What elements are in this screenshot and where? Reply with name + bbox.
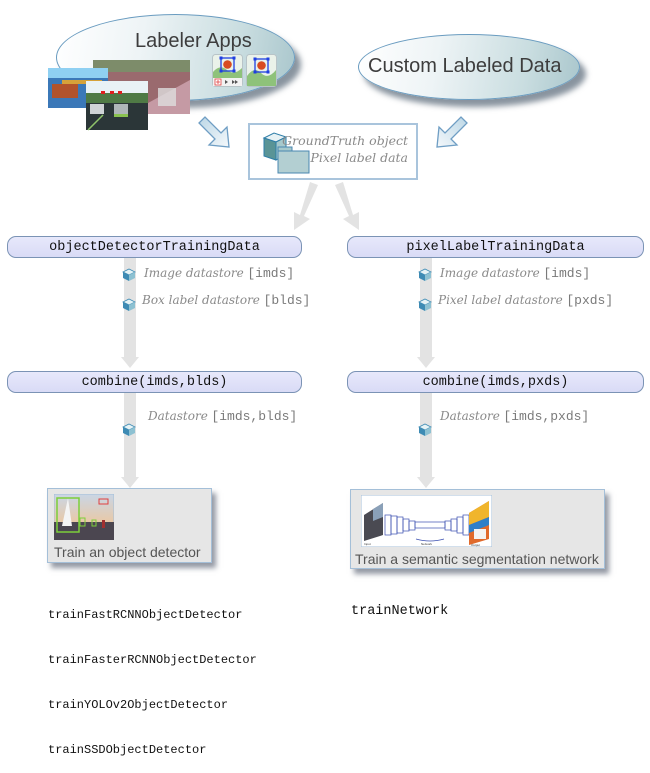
combined-datastore-text: Datastore — [148, 409, 208, 423]
segmentation-network-thumbnail: Input Network Output — [360, 494, 493, 548]
video-labeler-icon[interactable] — [212, 54, 243, 87]
function-name[interactable]: trainYOLOv2ObjectDetector — [48, 698, 229, 712]
ground-truth-object-label: GroundTruth object — [282, 133, 408, 148]
function-name[interactable]: trainFasterRCNNObjectDetector — [48, 653, 257, 667]
image-datastore-text: Image datastore — [440, 266, 540, 280]
imds-pxds-var: [imds,pxds] — [503, 409, 590, 424]
train-semantic-segmentation-box[interactable]: Input Network Output Train a semantic se… — [350, 489, 605, 569]
combined-datastore-label: Datastore [imds,pxds] — [440, 408, 589, 424]
image-datastore-label: Image datastore [imds] — [144, 265, 294, 281]
pixel-label-datastore-label: Pixel label datastore [pxds] — [438, 292, 613, 308]
combine-imds-blds-function[interactable]: combine(imds,blds) — [7, 371, 302, 393]
object-detector-training-data-function[interactable]: objectDetectorTrainingData — [7, 236, 302, 258]
labeler-apps-label: Labeler Apps — [135, 30, 252, 52]
box-label-datastore-text: Box label datastore — [142, 293, 260, 307]
custom-labeled-data-label: Custom Labeled Data — [368, 55, 562, 77]
object-detector-functions: trainFastRCNNObjectDetector trainFasterR… — [48, 578, 257, 773]
box-label-datastore-label: Box label datastore [blds] — [142, 292, 310, 308]
object-detector-thumbnail — [53, 493, 115, 541]
image-datastore-label: Image datastore [imds] — [440, 265, 590, 281]
custom-labeled-data-ellipse — [358, 34, 580, 100]
pixel-label-training-data-function[interactable]: pixelLabelTrainingData — [347, 236, 644, 258]
imds-var: [imds] — [247, 266, 295, 281]
datastore-cube-icon — [418, 268, 432, 281]
train-object-detector-label: Train an object detector — [54, 544, 201, 560]
datastore-cube-icon — [418, 423, 432, 436]
right-connector-1-head — [417, 357, 435, 368]
function-name[interactable]: trainNetwork — [351, 604, 449, 619]
combined-datastore-label: Datastore [imds,blds] — [148, 408, 297, 424]
arrow-down-left-icon — [433, 115, 469, 151]
left-connector-2-head — [121, 477, 139, 488]
pixel-label-datastore-text: Pixel label datastore — [438, 293, 563, 307]
connector-arrow-left — [290, 182, 320, 232]
function-name[interactable]: trainFastRCNNObjectDetector — [48, 608, 243, 622]
imds-blds-var: [imds,blds] — [211, 409, 298, 424]
imds-var: [imds] — [543, 266, 591, 281]
left-connector-1-head — [121, 357, 139, 368]
svg-text:Output: Output — [471, 543, 480, 547]
blds-var: [blds] — [263, 293, 311, 308]
image-datastore-text: Image datastore — [144, 266, 244, 280]
ground-truth-box: GroundTruth object Pixel label data — [248, 123, 418, 180]
datastore-cube-icon — [122, 268, 136, 281]
function-name[interactable]: trainSSDObjectDetector — [48, 743, 207, 757]
right-connector-2-head — [417, 477, 435, 488]
sample-images — [48, 60, 193, 132]
image-labeler-icon[interactable] — [246, 54, 277, 87]
train-semantic-segmentation-label: Train a semantic segmentation network — [355, 551, 599, 567]
connector-arrow-right — [333, 182, 363, 232]
pixel-label-data-label: Pixel label data — [310, 150, 408, 165]
arrow-down-right-icon — [197, 115, 233, 151]
svg-text:Input: Input — [364, 542, 371, 546]
svg-text:Network: Network — [421, 542, 433, 546]
datastore-cube-icon — [418, 298, 432, 311]
combined-datastore-text: Datastore — [440, 409, 500, 423]
cube-folder-icon — [262, 130, 312, 175]
combine-imds-pxds-function[interactable]: combine(imds,pxds) — [347, 371, 644, 393]
train-object-detector-box[interactable]: Train an object detector — [47, 488, 212, 563]
segmentation-functions: trainNetwork — [351, 574, 448, 634]
datastore-cube-icon — [122, 298, 136, 311]
datastore-cube-icon — [122, 423, 136, 436]
pxds-var: [pxds] — [566, 293, 614, 308]
